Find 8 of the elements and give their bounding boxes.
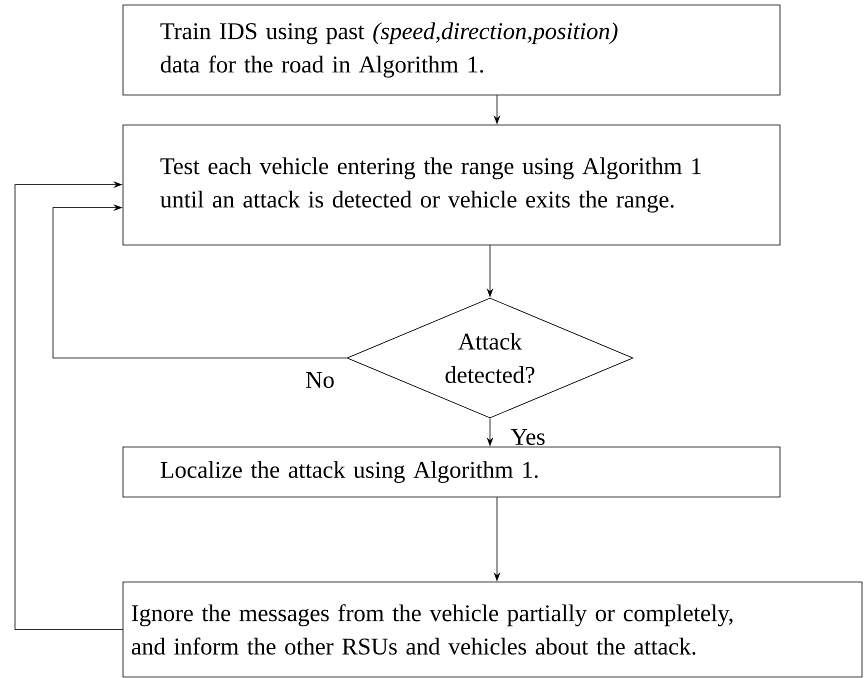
process-box: Localize the attack using Algorithm 1.: [122, 446, 780, 498]
arrow: [52, 204, 347, 358]
process-box: Test each vehicle entering the range using Algorithm 1 until an attack is detected or vehicle exits the range.: [122, 124, 780, 246]
process-box: Ignore the messages from the vehicle partially or completely, and inform the other RSUs and vehicles about the attack.: [122, 582, 862, 678]
arrow: [14, 181, 123, 630]
edge-label: No: [304, 370, 336, 390]
edge-label: Yes: [509, 428, 547, 446]
process-box: Train IDS using past (speed,direction,position) data for the road in Algorithm 1.: [122, 4, 780, 96]
